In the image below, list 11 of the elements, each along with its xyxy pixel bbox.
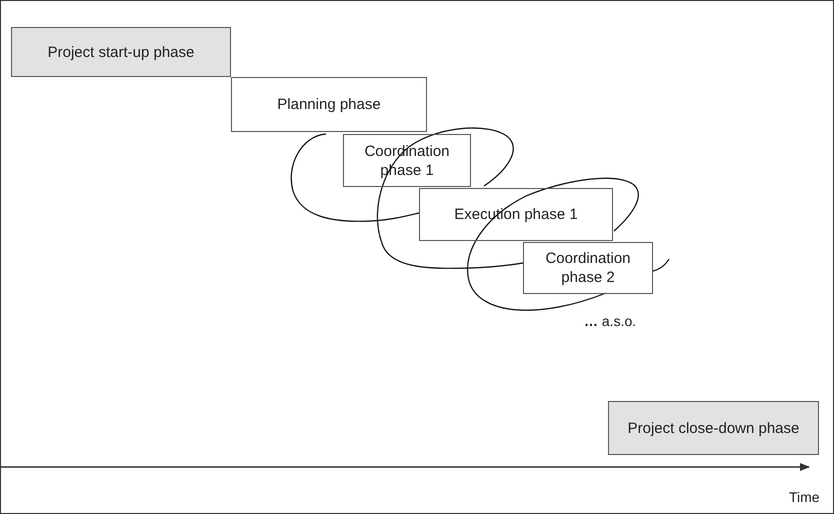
etc-note: … a.s.o.: [584, 313, 636, 329]
phase-name: Coordination phase 2: [544, 249, 632, 287]
phase-name: Project close-down phase: [628, 418, 800, 438]
phase-name: Planning phase: [277, 95, 381, 114]
axis-label: Time: [789, 489, 820, 505]
phase-name: Project start-up phase: [48, 42, 194, 62]
phase-box: [523, 242, 653, 294]
phase-box: [231, 77, 427, 132]
phase-box: [608, 401, 819, 455]
phase-box: [11, 27, 231, 77]
phase-box: [419, 188, 613, 241]
